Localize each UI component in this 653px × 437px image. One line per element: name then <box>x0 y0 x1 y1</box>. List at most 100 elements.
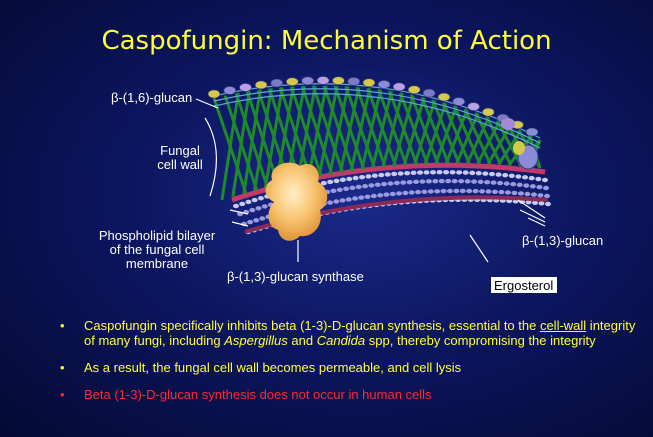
glucan-chain <box>213 93 541 149</box>
lipid-head <box>475 171 482 176</box>
glucan-fibril <box>465 116 491 164</box>
lipid-head <box>508 173 515 179</box>
glucan-fibril <box>338 87 361 173</box>
bullet-item: • As a result, the fungal cell wall beco… <box>58 360 648 375</box>
surface-mannoprotein <box>392 82 406 92</box>
lipid-head <box>383 192 390 197</box>
bullet1-aspergillus: Aspergillus <box>224 333 288 348</box>
surface-mannoprotein <box>223 86 237 95</box>
lipid-head <box>436 170 443 175</box>
lipid-head <box>430 170 437 175</box>
lipid-head <box>535 176 542 182</box>
lipid-head <box>389 191 396 197</box>
lipid-head <box>384 172 391 177</box>
lipid-head <box>516 182 523 188</box>
bullet1-text2: integrity of many fungi, including <box>84 318 636 348</box>
lipid-head <box>477 179 484 185</box>
glucan-fibril <box>220 92 240 201</box>
glucan-fibril <box>306 85 328 179</box>
surface-mannoprotein <box>270 78 284 88</box>
lipid-head <box>434 189 441 194</box>
surface-mannoprotein <box>207 89 221 99</box>
label-beta-1-6-glucan: β-(1,6)-glucan <box>111 90 193 105</box>
lipid-head <box>251 197 258 203</box>
glucan-fibril <box>253 88 273 191</box>
lipid-head <box>519 199 526 204</box>
lipid-head <box>469 170 476 176</box>
lipid-head <box>510 181 517 187</box>
label-phospholipid-line2: of the fungal cell <box>109 242 205 257</box>
surface-mannoprotein <box>332 76 345 85</box>
bullet1-text: Caspofungin specifically inhibits beta (… <box>84 318 540 333</box>
surface-mannoprotein <box>362 78 376 87</box>
lipid-head <box>488 171 495 177</box>
lipid-head <box>438 178 445 184</box>
lipid-head <box>427 189 434 194</box>
surface-mannoprotein <box>377 80 391 89</box>
surface-mannoprotein <box>239 83 252 92</box>
label-glucan-synthase: β-(1,3)-glucan synthase <box>227 269 364 284</box>
label-ergosterol: Ergosterol <box>494 278 554 293</box>
label-fungal-line1: Fungal <box>160 143 200 158</box>
lipid-head <box>490 180 497 185</box>
lipid-head <box>458 179 465 184</box>
surface-mannoprotein <box>481 107 495 117</box>
glucan-fibril <box>296 85 317 181</box>
glucan-fibril <box>370 91 393 169</box>
lipid-head <box>417 170 424 175</box>
lipid-head <box>249 207 256 213</box>
lipid-head <box>327 179 334 185</box>
lipid-head <box>400 180 407 185</box>
lipid-head <box>345 197 352 202</box>
lipid-head <box>462 170 469 175</box>
lipid-head <box>320 180 327 186</box>
lipid-head <box>451 178 458 184</box>
lipid-head <box>543 185 549 191</box>
lipid-head <box>511 190 518 196</box>
lipid-head <box>261 204 268 209</box>
lipid-head <box>364 194 371 199</box>
glucan-fibril <box>231 91 251 197</box>
glucan-fibril <box>360 89 383 170</box>
lipid-head <box>391 171 398 177</box>
lipid-head <box>464 179 471 184</box>
lipid-head <box>374 182 381 187</box>
beta-1-3-glucan-fibrils <box>212 85 542 201</box>
lipid-head <box>459 188 466 194</box>
lipid-head <box>529 184 536 189</box>
lipid-head <box>542 177 548 183</box>
surface-mannoprotein <box>316 76 330 85</box>
lipid-head <box>425 179 432 184</box>
lipid-head <box>365 174 372 179</box>
lipid-head <box>257 195 264 201</box>
bullet2-text: As a result, the fungal cell wall become… <box>84 360 462 375</box>
page-title: Caspofungin: Mechanism of Action <box>101 26 552 56</box>
lipid-head <box>381 181 388 187</box>
glucan-fibril <box>402 97 426 166</box>
lipid-head <box>482 171 489 176</box>
glucan-fibril <box>242 89 262 194</box>
lipid-head <box>497 180 504 186</box>
lipid-head <box>503 181 510 186</box>
lipid-head <box>421 189 428 194</box>
lipid-head <box>528 175 535 181</box>
lipid-head <box>339 177 346 183</box>
glucan-chain <box>213 88 541 144</box>
glucan-fibril <box>413 99 437 165</box>
lipid-head <box>408 190 415 195</box>
lipid-head <box>368 183 375 188</box>
lipid-head <box>362 183 369 189</box>
lipid-head <box>517 191 524 196</box>
lipid-head <box>255 206 262 211</box>
lipid-head <box>484 180 491 185</box>
surface-mannoprotein <box>452 97 466 106</box>
bullet-list: • Caspofungin specifically inhibits beta… <box>58 318 648 414</box>
lipid-head <box>479 189 486 194</box>
surface-mannoprotein <box>347 77 361 86</box>
lipid-head <box>336 187 343 192</box>
lipid-head <box>524 191 531 197</box>
glucan-fibril <box>328 86 350 175</box>
bullet1-and: and <box>287 333 317 348</box>
lipid-head <box>404 170 411 176</box>
label-phospholipid-bilayer: Phospholipid bilayer of the fungal cell … <box>82 229 232 271</box>
